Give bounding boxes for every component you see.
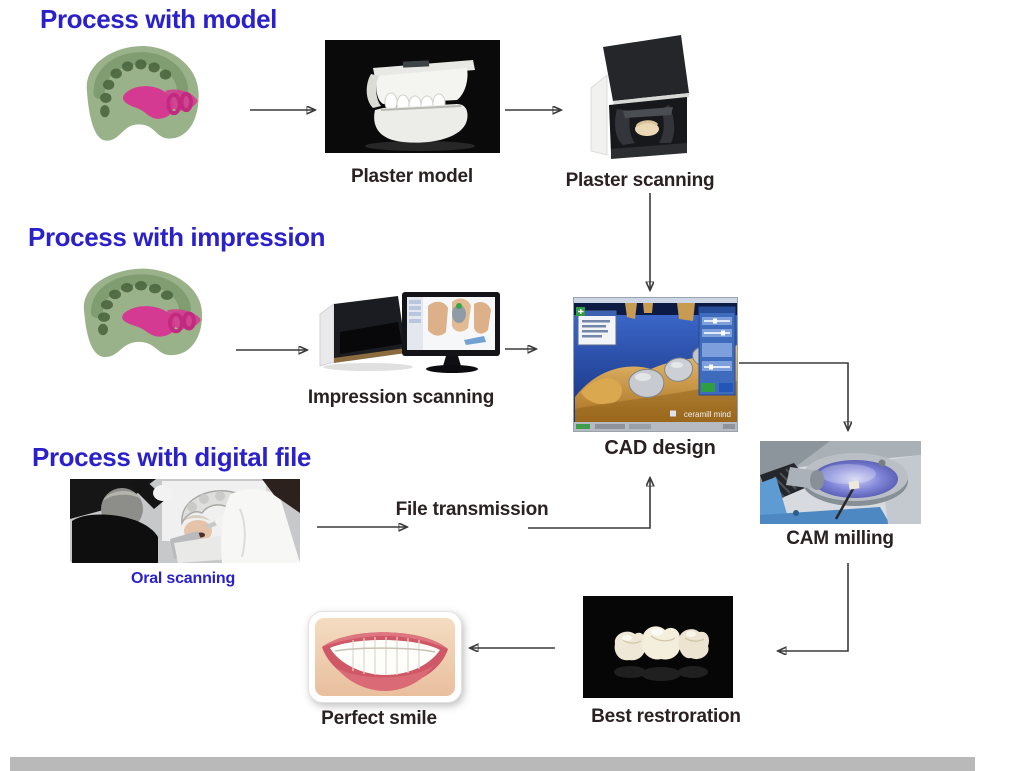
label-cad-design: CAD design [604,437,716,459]
cad-watermark-text: ceramill mind [684,410,731,419]
heading-process-with-model: Process with model [40,4,277,34]
plaster-scanner-photo [583,33,695,163]
label-plaster-model: Plaster model [350,166,474,187]
arrow-cad-to-cam [739,362,848,429]
plaster-model-photo [325,40,500,153]
oral-scanning-photo [70,479,300,563]
cad-design-screenshot: ceramill mind [573,297,738,432]
heading-process-with-impression: Process with impression [28,222,326,252]
impression-photo-impression-row [63,263,213,377]
label-impression-scanning: Impression scanning [307,387,495,408]
label-best-restoration: Best restroration [591,706,741,727]
horizontal-scrollbar[interactable] [10,757,975,771]
label-perfect-smile: Perfect smile [321,708,437,729]
impression-photo-model-row [67,40,209,162]
impression-scanner-photo [318,292,503,374]
label-file-transmission: File transmission [395,499,549,520]
arrow-cam-to-restoration [779,563,849,651]
heading-process-with-digital-file: Process with digital file [32,442,311,472]
perfect-smile-photo [308,611,462,703]
label-oral-scanning: Oral scanning [130,570,236,587]
cam-milling-photo [760,441,921,524]
best-restoration-photo [583,596,733,698]
label-plaster-scanning: Plaster scanning [565,170,715,191]
label-cam-milling: CAM milling [786,528,894,549]
